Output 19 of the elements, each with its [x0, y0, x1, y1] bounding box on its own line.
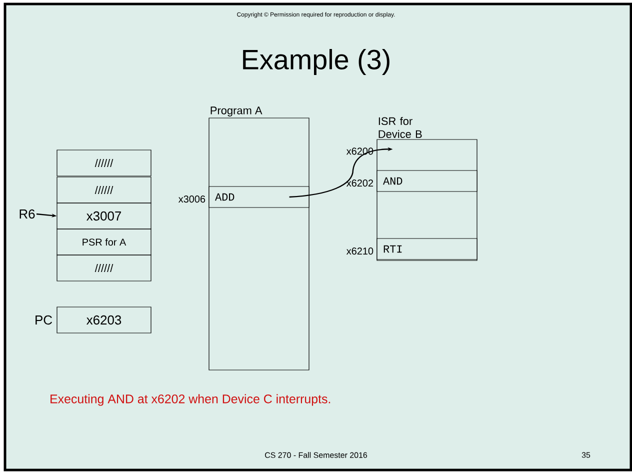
node-label: ISR for Device B	[378, 117, 422, 138]
stack-cell: //////	[56, 176, 152, 204]
address-label: x6210	[346, 248, 374, 255]
register-label: R6	[20, 209, 35, 219]
address-label: x3006	[178, 196, 206, 203]
address-label: PC	[36, 315, 52, 325]
address-label: x6202	[346, 180, 373, 187]
address-label: x6200	[346, 148, 374, 155]
stack-cell: x6203	[56, 306, 152, 334]
note-text: Executing AND at x6202 when Device C interrupts.	[50, 394, 330, 406]
slide-title: Example (3)	[243, 49, 390, 75]
memory-cell: AND	[376, 170, 478, 192]
stack-cell: //////	[56, 150, 152, 176]
memory-cell: RTI	[376, 238, 478, 260]
memory-cell: ADD	[208, 186, 310, 208]
node-label: Program A	[210, 106, 262, 116]
stack-cell: //////	[56, 254, 152, 282]
stack-cell: x3007	[56, 202, 152, 230]
stack-cell: PSR for A	[56, 228, 152, 256]
